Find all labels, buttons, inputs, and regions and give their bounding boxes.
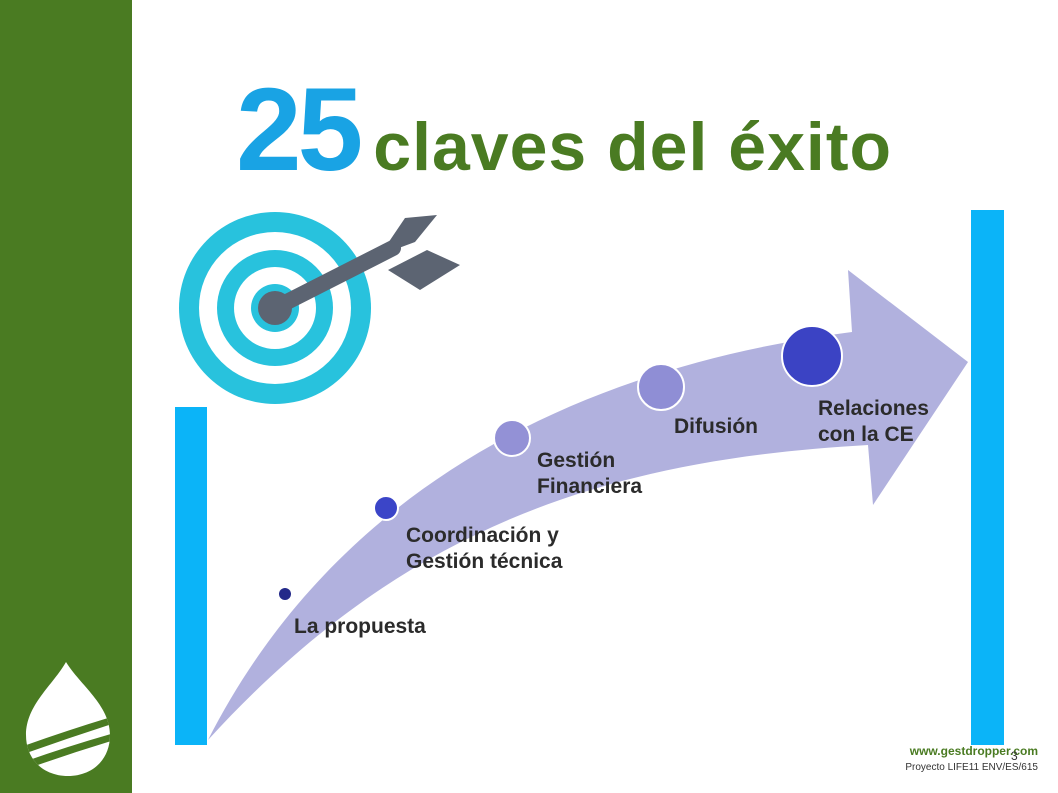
step-label-2: Coordinación y Gestión técnica (406, 524, 563, 573)
step-dot-4 (637, 363, 685, 411)
water-drop-logo-icon (26, 662, 110, 776)
step-dot-2 (373, 495, 399, 521)
step-label-5: Relaciones con la CE (818, 397, 929, 446)
title-text: claves del éxito (373, 109, 892, 185)
page-number: 3 (1011, 749, 1018, 763)
footer-project: Proyecto LIFE11 ENV/ES/615 (905, 762, 1038, 773)
step-dot-5 (781, 325, 843, 387)
right-accent-bar (971, 210, 1004, 745)
step-dot-3 (493, 419, 531, 457)
footer-url: www.gestdropper.com (909, 744, 1038, 758)
step-dot-1 (279, 588, 291, 600)
target-arrow-icon (179, 212, 460, 404)
step-label-3: Gestión Financiera (537, 449, 643, 498)
step-label-4: Difusión (674, 415, 758, 438)
left-accent-bar (175, 407, 207, 745)
title-number: 25 (236, 64, 363, 196)
sidebar (0, 0, 132, 793)
step-label-1: La propuesta (294, 615, 426, 638)
